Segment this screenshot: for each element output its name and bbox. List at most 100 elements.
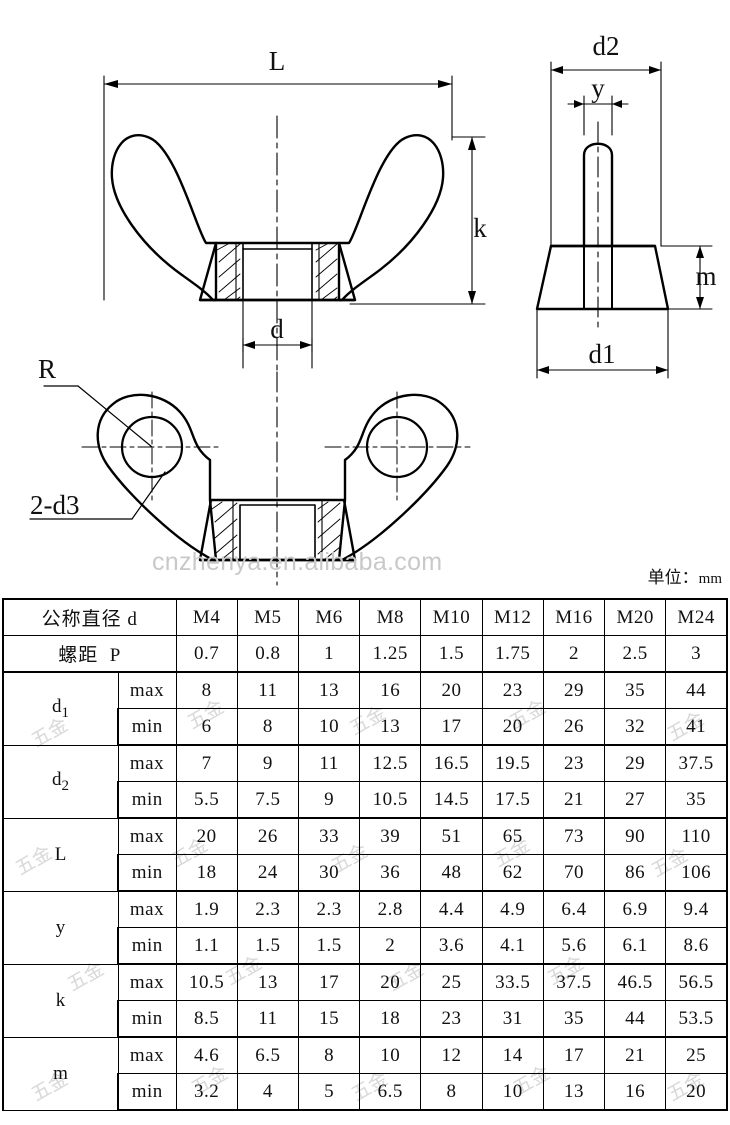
d1-max-M12: 23 <box>481 671 544 709</box>
dim-label-d2-sub: 2 <box>61 777 70 794</box>
d1-min-M10: 17 <box>420 708 483 746</box>
size-M24: M24 <box>665 598 729 636</box>
dim-label-d1: d1 <box>2 671 119 746</box>
dim-L <box>103 75 453 301</box>
d1-max-M24: 44 <box>665 671 729 709</box>
d1-max-M6: 13 <box>297 671 361 709</box>
m-min-M20: 16 <box>604 1073 667 1111</box>
hatch-left <box>216 243 241 301</box>
dim-label-k: k <box>2 963 119 1038</box>
m-min-M6: 5 <box>297 1073 361 1111</box>
L-min-M12: 62 <box>481 854 544 892</box>
y-max-M10: 4.4 <box>420 890 483 928</box>
pitch-M8: 1.25 <box>359 635 422 673</box>
m-min-M5: 4 <box>236 1073 299 1111</box>
k-min-M4: 8.5 <box>175 1000 238 1038</box>
size-M10: M10 <box>420 598 483 636</box>
label-m: m <box>695 261 716 291</box>
dim-label-d2: d2 <box>2 744 119 819</box>
minmax-min: min <box>116 1073 177 1111</box>
header-nominal-diameter-sym: d <box>127 609 138 630</box>
dim-y <box>567 95 629 136</box>
size-M5: M5 <box>236 598 299 636</box>
L-min-M24: 106 <box>665 854 729 892</box>
k-min-M24: 53.5 <box>665 1000 729 1038</box>
d2-min-M4: 5.5 <box>175 781 238 819</box>
table-row: y max 1.9 2.3 2.3 2.8 4.4 4.9 6.4 6.9 9.… <box>2 890 729 965</box>
minmax-min: min <box>116 1000 177 1038</box>
k-min-M20: 44 <box>604 1000 667 1038</box>
y-max-M20: 6.9 <box>604 890 667 928</box>
minmax-max: max <box>117 1036 177 1074</box>
L-min-M16: 70 <box>542 854 606 892</box>
pitch-M16: 2 <box>542 635 606 673</box>
technical-drawing: L k d d2 y m d1 R 2-d3 <box>29 31 717 586</box>
L-max-M24: 110 <box>665 817 729 855</box>
size-M6: M6 <box>297 598 361 636</box>
y-min-M16: 5.6 <box>542 927 606 965</box>
d2-min-M12: 17.5 <box>481 781 544 819</box>
k-min-M6: 15 <box>297 1000 361 1038</box>
y-max-M6: 2.3 <box>297 890 361 928</box>
L-max-M16: 73 <box>542 817 606 855</box>
d1-min-M16: 26 <box>542 708 606 746</box>
d2-max-M8: 12.5 <box>359 744 422 782</box>
label-R: R <box>38 354 56 384</box>
hatch-plan-left <box>211 501 238 561</box>
d2-max-M20: 29 <box>604 744 667 782</box>
k-max-M16: 37.5 <box>542 963 606 1001</box>
y-max-M16: 6.4 <box>542 890 606 928</box>
table-row: min 6 8 10 13 17 20 26 32 41 <box>3 708 729 746</box>
y-min-M8: 2 <box>359 927 422 965</box>
d1-min-M5: 8 <box>236 708 299 746</box>
m-max-M4: 4.6 <box>175 1036 238 1074</box>
header-pitch: 螺距 P <box>1 635 177 673</box>
size-M8: M8 <box>359 598 422 636</box>
k-max-M6: 17 <box>297 963 361 1001</box>
table-row: k max 10.5 13 17 20 25 33.5 37.5 46.5 56… <box>2 963 729 1038</box>
table-row: min 8.5 11 15 18 23 31 35 44 53.5 <box>3 1000 729 1038</box>
d2-max-M5: 9 <box>236 744 299 782</box>
minmax-min: min <box>116 781 177 819</box>
d2-min-M5: 7.5 <box>236 781 299 819</box>
y-min-M4: 1.1 <box>175 927 238 965</box>
d1-min-M24: 41 <box>665 708 729 746</box>
label-holes: 2-d3 <box>30 490 80 520</box>
minmax-max: max <box>117 817 177 855</box>
m-max-M6: 8 <box>297 1036 361 1074</box>
m-min-M12: 10 <box>481 1073 544 1111</box>
L-min-M10: 48 <box>420 854 483 892</box>
m-max-M20: 21 <box>604 1036 667 1074</box>
dim-label-d1-sub: 1 <box>61 704 70 721</box>
wing-plan-left <box>96 393 218 562</box>
d1-max-M20: 35 <box>604 671 667 709</box>
d2-max-M6: 11 <box>297 744 361 782</box>
minmax-max: max <box>117 963 177 1001</box>
minmax-max: max <box>117 744 177 782</box>
dim-d-plan <box>242 337 313 369</box>
unit-value: mm <box>698 571 722 587</box>
d1-max-M10: 20 <box>420 671 483 709</box>
leader-R <box>43 385 153 448</box>
y-min-M10: 3.6 <box>420 927 483 965</box>
minmax-min: min <box>116 927 177 965</box>
k-max-M24: 56.5 <box>665 963 729 1001</box>
size-M12: M12 <box>481 598 544 636</box>
y-max-M4: 1.9 <box>175 890 238 928</box>
d1-min-M4: 6 <box>175 708 238 746</box>
header-pitch-sym: P <box>109 645 122 666</box>
d2-max-M16: 23 <box>542 744 606 782</box>
table-row: d1 max 8 11 13 16 20 23 29 35 44 <box>2 671 729 746</box>
d1-max-M8: 16 <box>359 671 422 709</box>
table-body: 公称直径 d M4 M5 M6 M8 M10 M12 M16 M20 M24 螺… <box>1 598 729 1111</box>
minmax-max: max <box>117 890 177 928</box>
d1-max-M5: 11 <box>236 671 299 709</box>
label-k: k <box>473 213 487 243</box>
m-max-M12: 14 <box>481 1036 544 1074</box>
pitch-M24: 3 <box>665 635 729 673</box>
y-max-M8: 2.8 <box>359 890 422 928</box>
dim-label-L: L <box>2 817 119 892</box>
size-M4: M4 <box>175 598 238 636</box>
m-min-M16: 13 <box>542 1073 606 1111</box>
d1-min-M6: 10 <box>297 708 361 746</box>
